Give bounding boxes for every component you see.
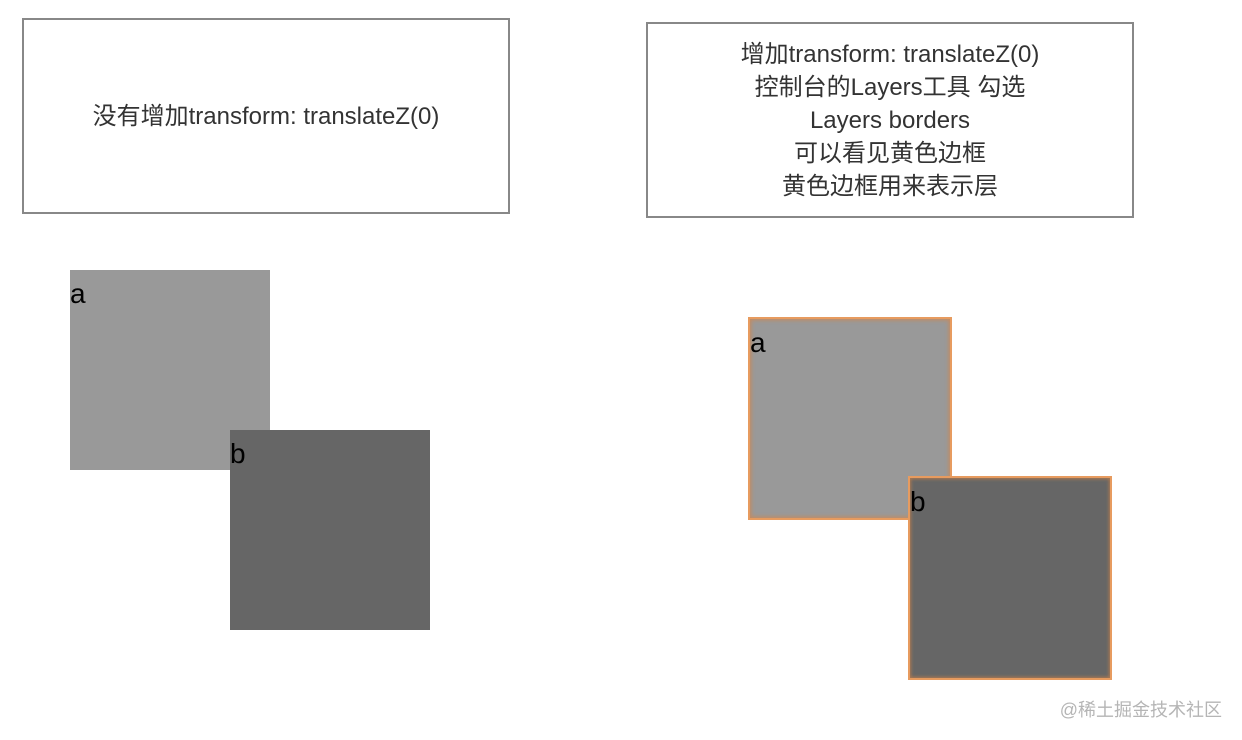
watermark: @稀土掘金技术社区 (1059, 700, 1222, 720)
right-caption-line-5: 黄色边框用来表示层 (782, 172, 998, 200)
right-caption-line-1: 增加transform: translateZ(0) (740, 40, 1040, 68)
right-caption-line-3: Layers borders (809, 106, 971, 134)
right-square-b-layer: b (908, 476, 1112, 680)
left-square-a-label: a (70, 278, 86, 309)
right-caption-line-4: 可以看见黄色边框 (794, 139, 986, 167)
right-caption-box: 增加transform: translateZ(0) 控制台的Layers工具 … (646, 22, 1134, 218)
right-square-b-label: b (910, 486, 926, 517)
left-square-b-label: b (230, 438, 246, 469)
right-square-a-label: a (750, 327, 766, 358)
left-square-b: b (230, 430, 430, 630)
left-caption-text: 没有增加transform: translateZ(0) (92, 102, 440, 130)
left-caption-box: 没有增加transform: translateZ(0) (22, 18, 510, 214)
right-caption-line-2: 控制台的Layers工具 勾选 (754, 73, 1026, 101)
